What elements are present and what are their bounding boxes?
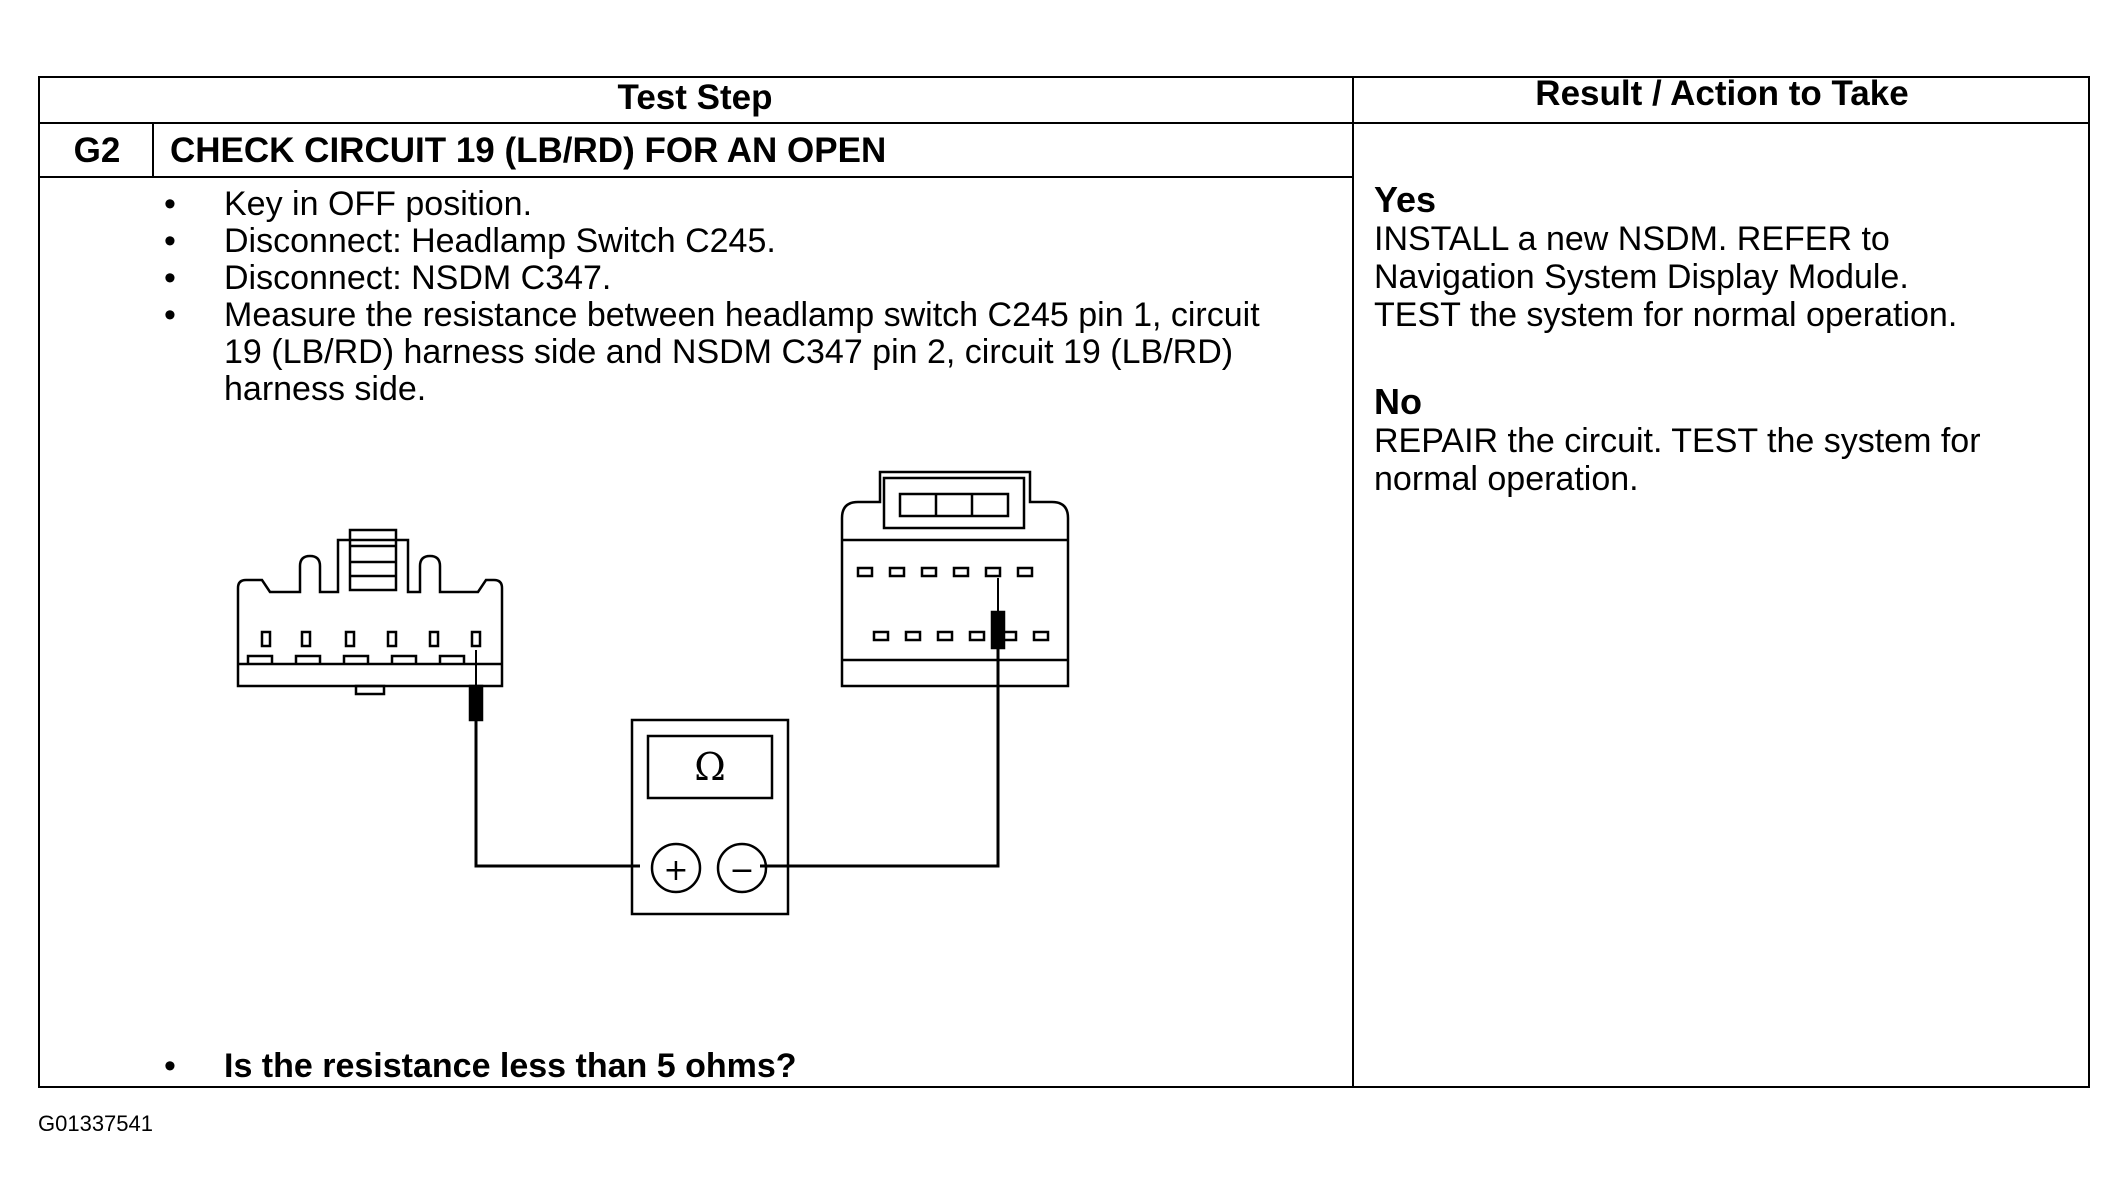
instruction-text: Key in OFF position. [224, 185, 533, 223]
result-line: Navigation System Display Module. [1374, 258, 1909, 296]
result-yes: Yes INSTALL a new NSDM. REFER to Navigat… [1374, 179, 2074, 335]
result-no: No REPAIR the circuit. TEST the system f… [1374, 381, 2074, 499]
list-item: • Disconnect: NSDM C347. [160, 260, 1300, 297]
minus-terminal-symbol: − [729, 853, 754, 888]
list-item: • Measure the resistance between headlam… [160, 297, 1300, 408]
result-line: INSTALL a new NSDM. REFER to [1374, 220, 1890, 258]
column-divider [1352, 76, 1354, 1088]
step-title-divider [38, 176, 1354, 178]
result-yes-label: Yes [1374, 179, 1437, 220]
bullet-marker: • [164, 222, 176, 260]
list-item: • Disconnect: Headlamp Switch C245. [160, 223, 1300, 260]
result-line: TEST the system for normal operation. [1374, 296, 1958, 334]
instruction-text: Measure the resistance between headlamp … [224, 296, 1260, 408]
list-item: • Key in OFF position. [160, 186, 1300, 223]
bullet-marker: • [164, 296, 176, 334]
test-question: • Is the resistance less than 5 ohms? [160, 1046, 797, 1086]
header-test-step: Test Step [617, 78, 773, 117]
instruction-text: Disconnect: NSDM C347. [224, 259, 612, 297]
nsdm-connector-icon [840, 470, 1070, 688]
bullet-marker: • [164, 259, 176, 297]
bullet-marker: • [164, 1047, 176, 1085]
bullet-marker: • [164, 185, 176, 223]
step-id-divider [152, 122, 154, 178]
ohm-symbol: Ω [694, 745, 726, 789]
test-leads [468, 578, 1006, 868]
result-no-label: No [1374, 381, 1422, 422]
headlamp-switch-connector-icon [236, 528, 504, 696]
step-title: CHECK CIRCUIT 19 (LB/RD) FOR AN OPEN [170, 131, 887, 170]
header-divider [38, 122, 2090, 124]
step-id: G2 [73, 131, 121, 170]
test-step-table [38, 76, 2090, 1088]
header-result-action: Result / Action to Take [1535, 74, 1909, 113]
plus-terminal-symbol: + [663, 853, 688, 888]
result-line: normal operation. [1374, 460, 1639, 498]
figure-id: G01337541 [38, 1111, 153, 1136]
instruction-text: Disconnect: Headlamp Switch C245. [224, 222, 776, 260]
result-line: REPAIR the circuit. TEST the system for [1374, 422, 1981, 460]
ohmmeter-icon [630, 718, 790, 916]
question-text: Is the resistance less than 5 ohms? [224, 1047, 797, 1085]
instruction-list: • Key in OFF position. • Disconnect: Hea… [160, 186, 1300, 408]
